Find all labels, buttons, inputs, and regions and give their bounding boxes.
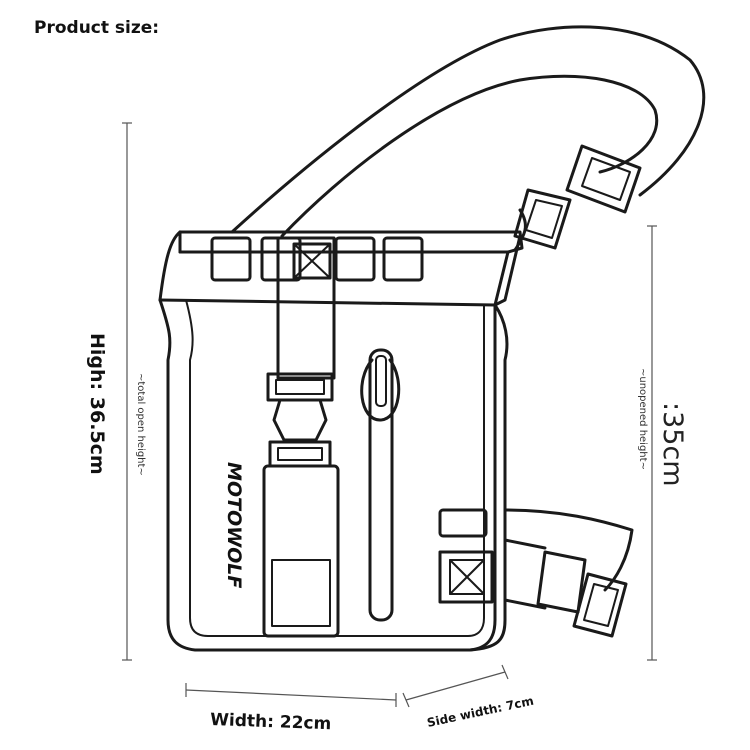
unopened-height-dimension — [647, 225, 657, 661]
width-label: Width: 22cm — [210, 710, 332, 734]
page-title: Product size: — [34, 18, 160, 38]
side-width-label: Side width: 7cm — [426, 694, 535, 730]
top-webbing-loops — [210, 236, 424, 282]
bag-body — [158, 230, 524, 652]
shoulder-strap — [230, 25, 706, 252]
unopened-height-label: :35cm — [657, 402, 688, 487]
strap-buckle-top — [513, 144, 642, 250]
total-height-dimension — [122, 122, 132, 661]
leg-strap — [438, 508, 634, 638]
zipper-pocket — [360, 348, 401, 622]
side-width-dimension — [402, 664, 509, 708]
front-strap — [262, 236, 340, 638]
total-height-label: High: 36.5cm — [86, 333, 108, 475]
total-height-note: ~total open height~ — [135, 373, 146, 476]
unopened-height-note: ~unopened height~ — [637, 368, 648, 470]
brand-text: MOTOWOLF — [223, 462, 245, 588]
width-dimension — [185, 683, 397, 707]
